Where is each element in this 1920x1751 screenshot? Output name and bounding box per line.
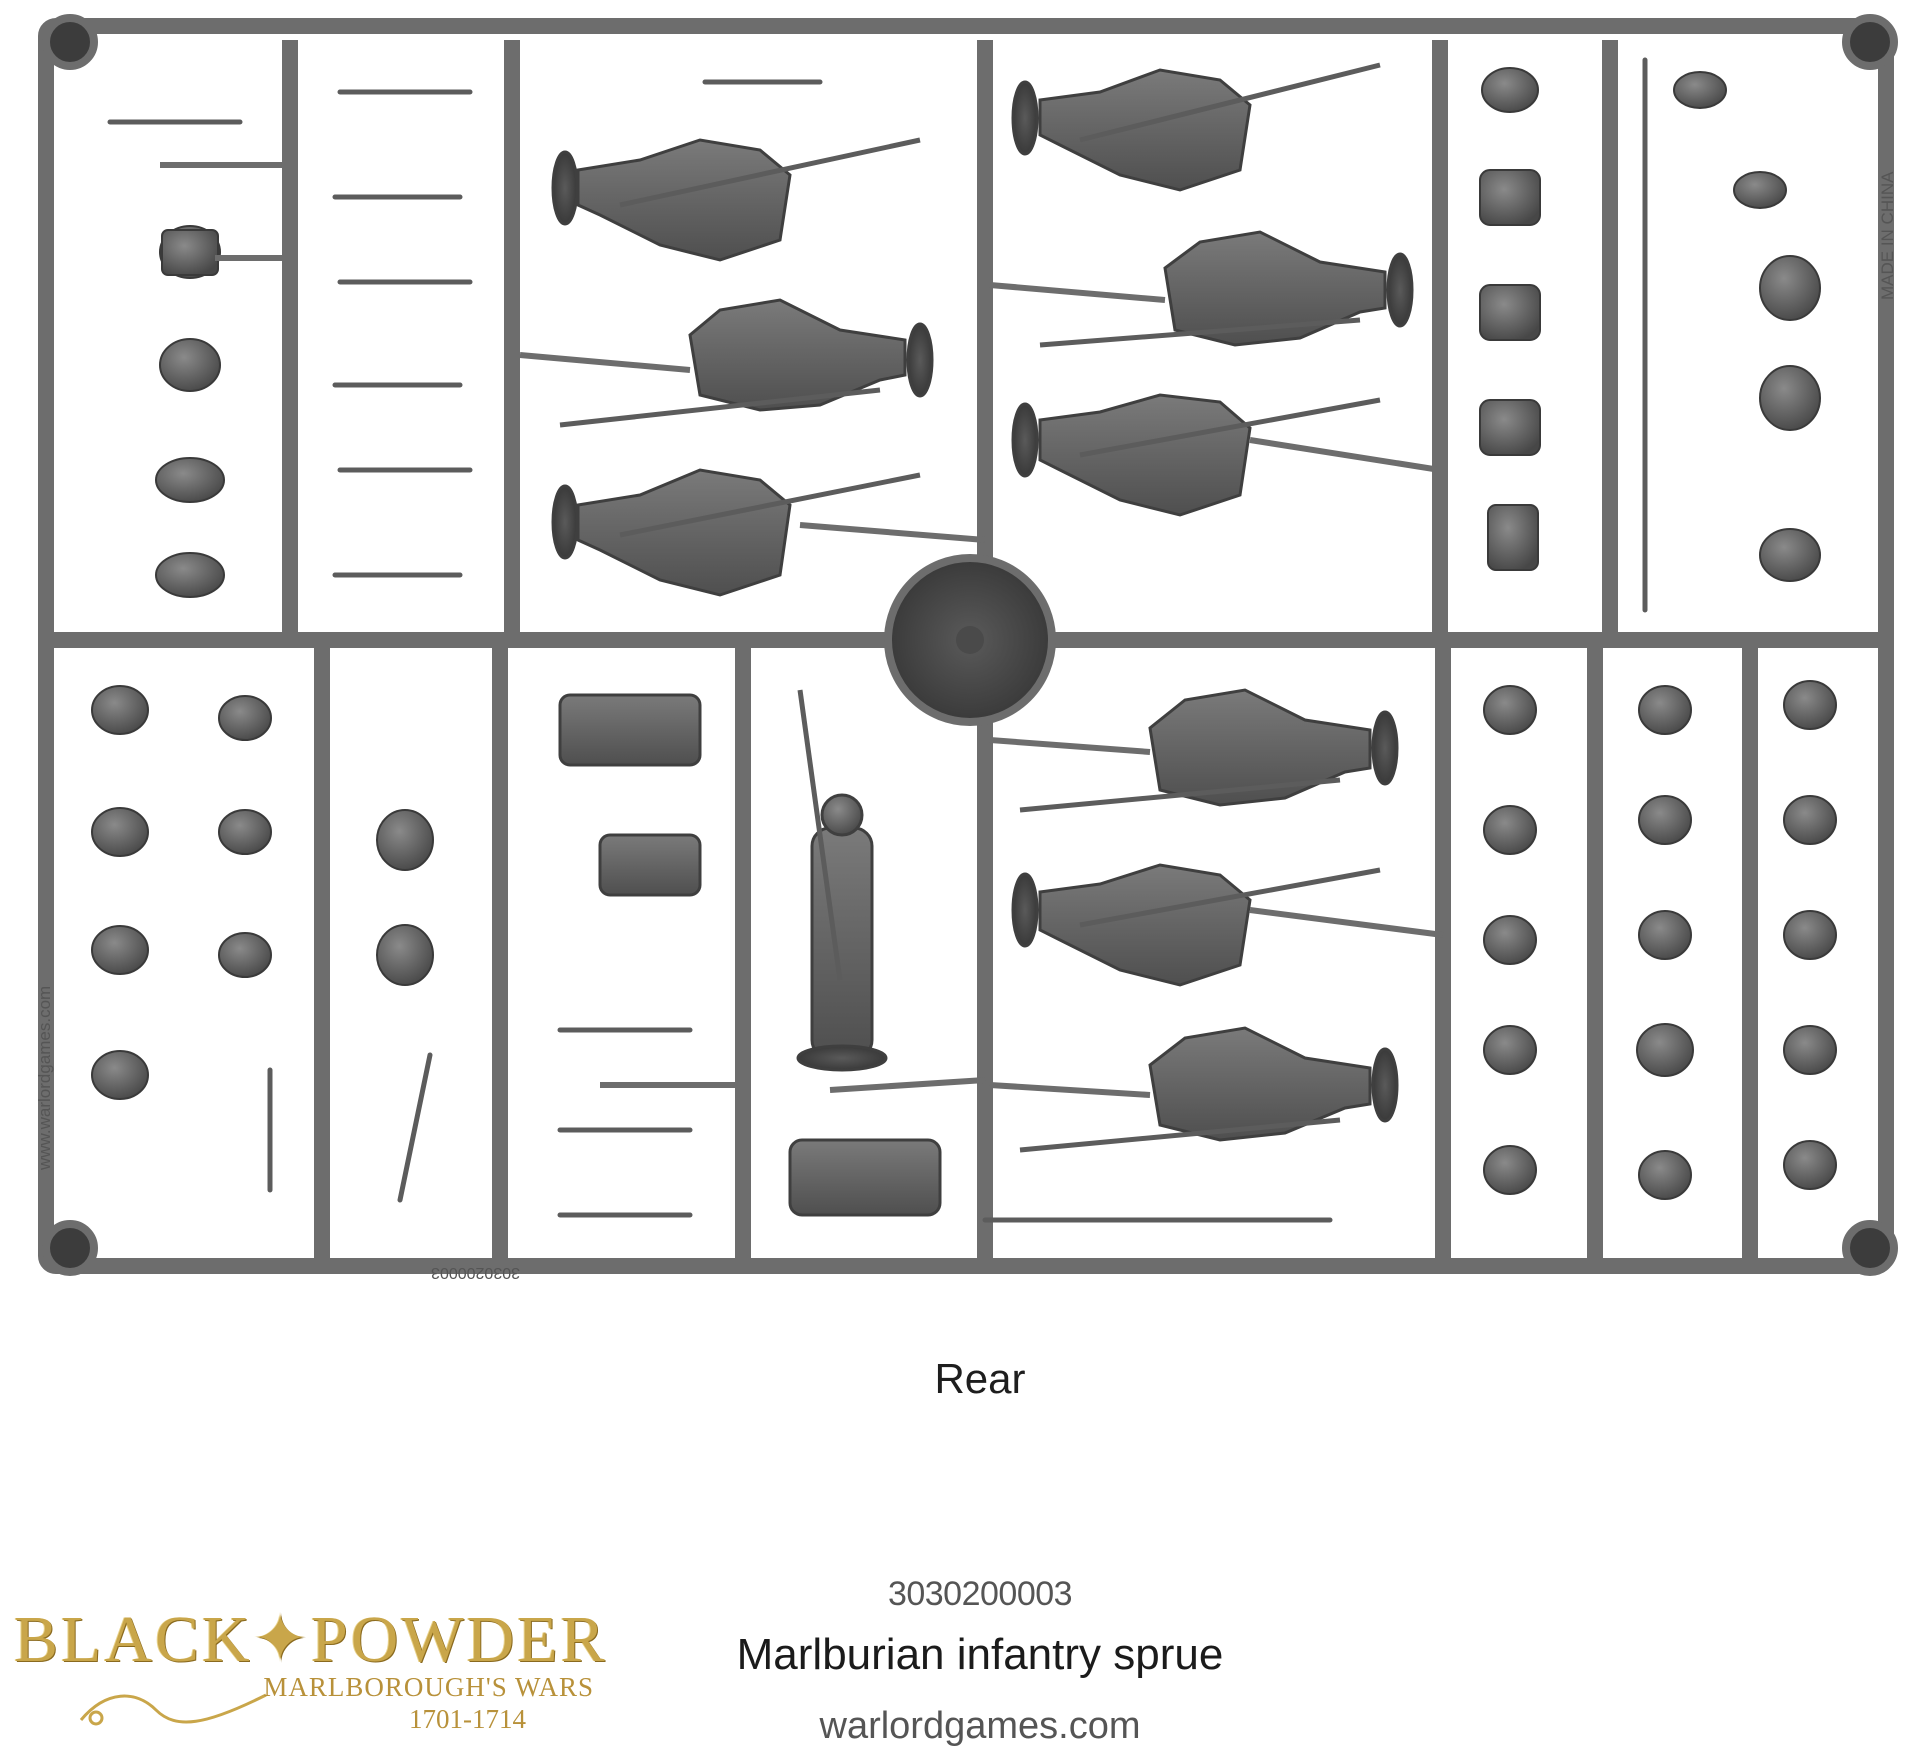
soldier-body (551, 137, 921, 262)
view-caption: Rear (934, 1355, 1026, 1402)
torso-part (558, 693, 942, 1217)
black-powder-logo: BLACK✦POWDER MARLBOROUGH'S WARS 1701-171… (14, 1600, 608, 1740)
soldier-body (1019, 688, 1399, 813)
sprue-side-url: www.warlordgames.com (35, 986, 54, 1171)
soldier-bodies (551, 62, 1414, 1217)
soldier-body (1039, 230, 1414, 348)
soldier-body (1019, 1026, 1399, 1153)
sprue-frame (38, 18, 1894, 1274)
sprue-made-in: MADE IN CHINA (1878, 171, 1897, 300)
soldier-standing (796, 689, 888, 1072)
weapon-parts (107, 57, 1648, 1223)
site-url[interactable]: warlordgames.com (819, 1705, 1141, 1747)
sprue-photo: www.warlordgames.com MADE IN CHINA 30302… (35, 14, 1898, 1281)
product-name: Marlburian infantry sprue (736, 1630, 1224, 1679)
flourish-icon (79, 1693, 267, 1726)
sprue-center-pad (884, 554, 1056, 726)
soldier-body (559, 298, 934, 428)
product-code: 3030200003 (887, 1575, 1073, 1613)
soldier-body (1011, 62, 1381, 192)
corner-pads (42, 14, 1898, 1276)
logo-years: 1701-1714 (409, 1704, 526, 1734)
soldier-body (551, 468, 921, 597)
logo-title: BLACK✦POWDER (14, 1603, 608, 1676)
soldier-body (1011, 393, 1381, 517)
soldier-body (1011, 863, 1381, 987)
head-parts (91, 67, 1837, 1200)
logo-subtitle: MARLBOROUGH'S WARS (263, 1672, 594, 1702)
sprue-mold-code: 3030200003 (431, 1264, 520, 1281)
attachment-stubs (160, 162, 1444, 1098)
